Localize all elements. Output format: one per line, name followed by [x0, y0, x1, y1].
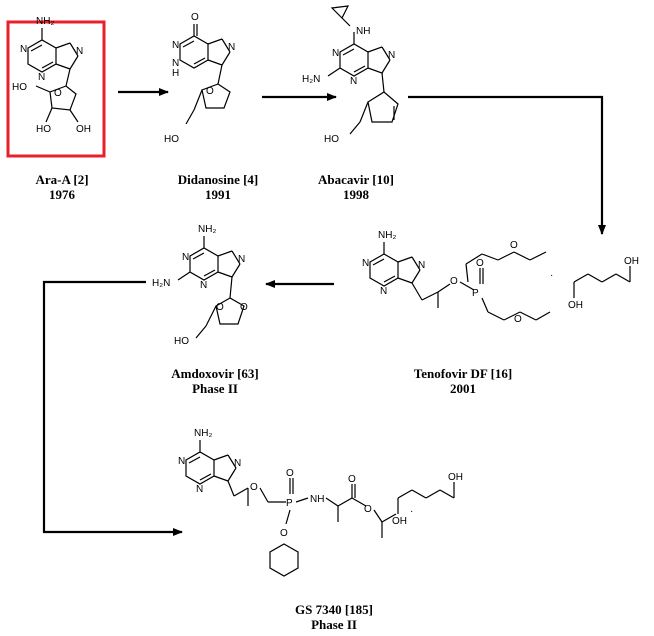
svg-text:N: N — [76, 46, 83, 57]
compound-year: 1998 — [343, 187, 369, 202]
compound-name: Amdoxovir [63] — [171, 366, 259, 381]
svg-text:O: O — [514, 314, 522, 325]
compound-year: 1991 — [205, 187, 231, 202]
svg-text:P: P — [286, 498, 293, 509]
svg-text:O: O — [206, 86, 214, 97]
svg-text:N: N — [172, 58, 179, 69]
svg-text:OH: OH — [624, 256, 639, 267]
label-gs-7340: GS 7340 [185] Phase II — [274, 602, 394, 632]
svg-text:·: · — [410, 506, 413, 517]
svg-text:OH: OH — [568, 300, 583, 311]
arrow-amdoxovir-to-gs7340 — [42, 280, 183, 536]
compound-year: Phase II — [192, 381, 238, 396]
svg-text:HO: HO — [36, 124, 51, 135]
svg-text:O: O — [250, 482, 258, 493]
highlight-box — [6, 20, 106, 158]
svg-text:O: O — [348, 474, 356, 485]
label-abacavir: Abacavir [10] 1998 — [306, 172, 406, 202]
svg-text:OH: OH — [448, 472, 463, 483]
svg-text:NH: NH — [356, 26, 370, 37]
svg-text:NH₂: NH₂ — [194, 428, 212, 439]
svg-text:P: P — [472, 288, 479, 299]
compound-year: Phase II — [311, 617, 357, 632]
svg-text:N: N — [178, 456, 185, 467]
svg-text:O: O — [191, 12, 199, 23]
label-didanosine: Didanosine [4] 1991 — [168, 172, 268, 202]
arrow-abacavir-to-tenofovir — [408, 95, 606, 235]
svg-text:O: O — [476, 258, 484, 269]
svg-text:N: N — [172, 40, 179, 51]
structure-abacavir: NH N N N H₂N HO — [302, 5, 399, 145]
svg-text:O: O — [280, 528, 288, 539]
label-amdoxovir: Amdoxovir [63] Phase II — [160, 366, 270, 396]
svg-text:N: N — [238, 254, 245, 265]
svg-text:O: O — [450, 276, 458, 287]
svg-text:O: O — [510, 240, 518, 251]
svg-text:N: N — [234, 458, 241, 469]
svg-text:N: N — [380, 286, 387, 297]
svg-text:H₂N: H₂N — [152, 278, 170, 289]
svg-text:NH: NH — [310, 494, 324, 505]
label-tenofovir-df: Tenofovir DF [16] 2001 — [398, 366, 528, 396]
structure-gs-7340: NH₂ N N N O P O NH O O O · — [178, 428, 413, 577]
svg-text:HO: HO — [174, 336, 189, 347]
svg-text:HO: HO — [164, 134, 179, 145]
svg-text:O: O — [286, 468, 294, 479]
svg-text:N: N — [200, 280, 207, 291]
svg-text:N: N — [350, 76, 357, 87]
compound-year: 2001 — [450, 381, 476, 396]
compound-name: GS 7340 [185] — [295, 602, 373, 617]
svg-text:N: N — [388, 50, 395, 61]
svg-text:NH₂: NH₂ — [378, 230, 396, 241]
svg-text:NH₂: NH₂ — [198, 224, 216, 235]
svg-text:O: O — [240, 302, 248, 313]
compound-name: Abacavir [10] — [318, 172, 394, 187]
svg-text:N: N — [228, 42, 235, 53]
svg-text:N: N — [38, 72, 45, 83]
svg-text:N: N — [362, 258, 369, 269]
svg-text:N: N — [182, 252, 189, 263]
svg-text:·: · — [550, 270, 553, 281]
compound-name: Ara-A [2] — [35, 172, 89, 187]
structure-fumarate-2: OH OH — [392, 472, 463, 527]
compound-year: 1976 — [49, 187, 75, 202]
svg-text:O: O — [216, 302, 224, 313]
structure-didanosine: O N N H N O HO — [164, 12, 235, 145]
compound-name: Didanosine [4] — [177, 172, 259, 187]
svg-text:OH: OH — [392, 516, 407, 527]
label-ara-a: Ara-A [2] 1976 — [22, 172, 102, 202]
svg-text:H₂N: H₂N — [302, 74, 320, 85]
structure-ara-a: NH₂ N N N O HO HO OH — [12, 16, 91, 135]
svg-text:O: O — [54, 88, 62, 99]
svg-text:N: N — [332, 48, 339, 59]
structure-fumarate-1: OH OH — [568, 256, 639, 311]
svg-text:H: H — [172, 68, 179, 79]
svg-text:OH: OH — [76, 124, 91, 135]
compound-name: Tenofovir DF [16] — [413, 366, 513, 381]
svg-text:HO: HO — [324, 134, 339, 145]
svg-text:O: O — [364, 504, 372, 515]
svg-text:N: N — [20, 44, 27, 55]
structure-tenofovir-df: NH₂ N N N O P O O O · — [362, 230, 553, 325]
svg-text:HO: HO — [12, 82, 27, 93]
svg-text:NH₂: NH₂ — [36, 16, 54, 27]
structure-amdoxovir: NH₂ N N N H₂N O O HO — [152, 224, 248, 347]
svg-text:N: N — [196, 484, 203, 495]
svg-text:N: N — [418, 260, 425, 271]
